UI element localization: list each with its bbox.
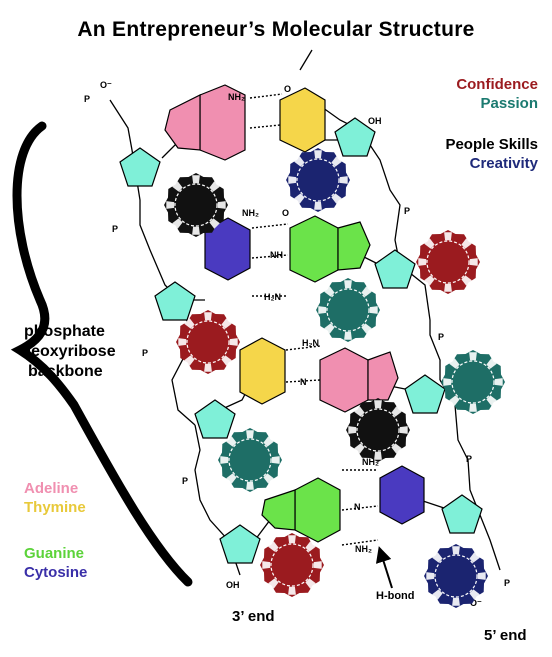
three-prime-end-label: 3’ end <box>232 608 275 625</box>
creativity-chip-1 <box>286 148 350 212</box>
chem-nh2-3: NH₂ <box>362 457 379 467</box>
guanine-base-2-ring <box>261 489 296 531</box>
thymine-base-top <box>279 87 326 153</box>
backbone-label-line2: -deoxyribose <box>16 343 116 360</box>
cytosine-base-1 <box>204 217 251 281</box>
chem-oh-1: OH <box>368 116 382 126</box>
chem-h2n-1: H₂N <box>264 292 281 302</box>
people-skills-chip-2 <box>346 398 410 462</box>
chem-ominus-2: O⁻ <box>470 598 482 608</box>
passion-chip-2 <box>441 350 505 414</box>
creativity-chip-2 <box>424 544 488 608</box>
adeline-base-2 <box>319 347 369 413</box>
legend-creativity: Creativity <box>469 155 538 172</box>
chem-p-5: P <box>404 206 410 216</box>
legend-passion: Passion <box>480 95 538 112</box>
chem-labels: NH₂ O NH₂ O NH H₂N H₂N N NH₂ N NH₂ OH OH… <box>84 80 510 608</box>
passion-chip-3 <box>218 428 282 492</box>
chips <box>164 148 505 608</box>
hydrogen-bonds <box>249 93 379 546</box>
legend-people-skills: People Skills <box>445 136 538 153</box>
hbond-label: H-bond <box>376 590 415 602</box>
legend-guanine: Guanine <box>24 545 85 562</box>
chem-p-2: P <box>112 224 118 234</box>
chem-p-7: P <box>466 454 472 464</box>
chem-nh2-2: NH₂ <box>242 208 259 218</box>
chem-p-1: P <box>84 94 90 104</box>
chem-h2n-2: H₂N <box>302 338 319 348</box>
chem-o-2: O <box>282 208 289 218</box>
legend-confidence: Confidence <box>456 76 538 93</box>
adeline-base-2-ring <box>367 351 399 401</box>
chem-oh-2: OH <box>226 580 240 590</box>
adeline-base-top-ring <box>164 94 201 151</box>
chem-p-8: P <box>504 578 510 588</box>
legend-thymine: Thymine <box>24 499 86 516</box>
chem-ominus-1: O⁻ <box>100 80 112 90</box>
guanine-base-2 <box>294 477 341 543</box>
chem-nh2-4: NH₂ <box>355 544 372 554</box>
legend-adeline: Adeline <box>24 480 79 497</box>
chem-n-2: N <box>354 502 361 512</box>
people-skills-chip-1 <box>164 173 228 237</box>
confidence-chip-2 <box>176 310 240 374</box>
chem-nh-1: NH <box>270 250 283 260</box>
chem-n-1: N <box>300 377 307 387</box>
bases <box>164 84 425 543</box>
chem-p-6: P <box>438 332 444 342</box>
five-prime-end-label: 5’ end <box>484 627 527 644</box>
chem-o-1: O <box>284 84 291 94</box>
guanine-base-1-ring <box>337 221 371 271</box>
chem-p-4: P <box>182 476 188 486</box>
confidence-chip-1 <box>416 230 480 294</box>
sugar-rings <box>119 117 483 564</box>
hbond-arrow <box>375 546 393 589</box>
confidence-chip-3 <box>260 533 324 597</box>
chem-nh2-1: NH₂ <box>228 92 245 102</box>
guanine-base-1 <box>289 215 339 283</box>
page-title: An Entrepreneur’s Molecular Structure <box>77 18 475 41</box>
backbone-brace <box>10 121 193 587</box>
cytosine-base-2 <box>379 465 425 525</box>
chem-p-3: P <box>142 348 148 358</box>
passion-chip-1 <box>316 278 380 342</box>
thymine-base-2 <box>239 337 286 405</box>
legend-cytosine: Cytosine <box>24 564 88 581</box>
